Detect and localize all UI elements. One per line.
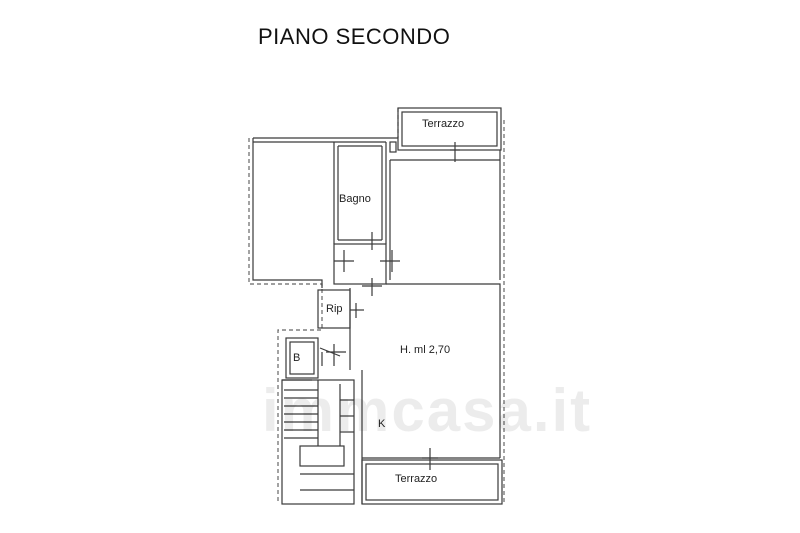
terrace-bottom: [361, 448, 503, 505]
terrace-top: [397, 107, 502, 162]
label-terrazzo-top: Terrazzo: [422, 118, 465, 130]
label-b: B: [293, 352, 301, 364]
hallway: [333, 232, 400, 296]
watermark: immcasa.it: [262, 377, 593, 444]
label-bagno: Bagno: [339, 193, 371, 205]
label-terrazzo-bottom: Terrazzo: [395, 473, 438, 485]
page-title: PIANO SECONDO: [258, 24, 451, 49]
rip-room: [317, 289, 364, 329]
staircase: [281, 379, 355, 505]
bath-b: [285, 337, 346, 379]
label-k: K: [378, 418, 386, 430]
main-walls: [252, 137, 501, 288]
label-height: H. ml 2,70: [400, 344, 451, 356]
label-rip: Rip: [326, 303, 343, 315]
